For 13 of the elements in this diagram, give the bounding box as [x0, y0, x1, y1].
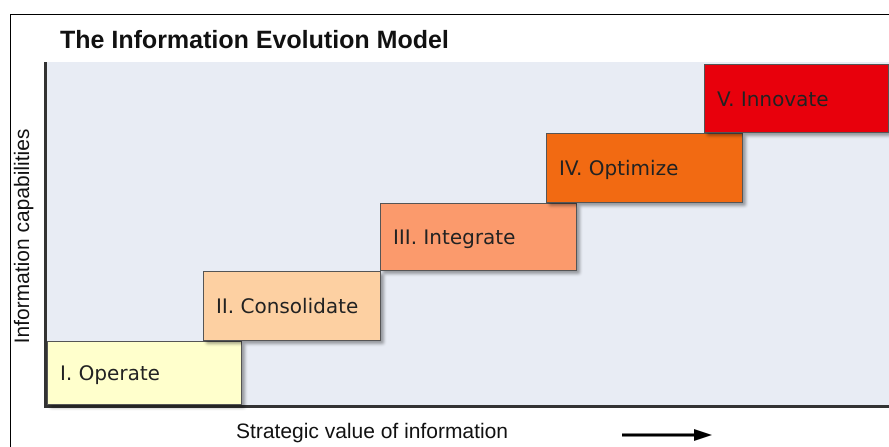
- step-label: III. Integrate: [393, 225, 516, 249]
- step-box: [380, 203, 577, 271]
- step-label: IV. Optimize: [559, 156, 678, 180]
- title: The Information Evolution Model: [60, 26, 449, 55]
- step-box: [47, 341, 242, 405]
- axis-label: Strategic value of information: [236, 420, 508, 444]
- step-box: [546, 133, 743, 203]
- step-label: II. Consolidate: [216, 294, 358, 318]
- step-label: V. Innovate: [717, 86, 829, 110]
- step-box: [203, 271, 381, 341]
- axis-label: Information capabilities: [11, 128, 35, 344]
- step-label: I. Operate: [60, 361, 160, 385]
- step-box: [704, 64, 889, 133]
